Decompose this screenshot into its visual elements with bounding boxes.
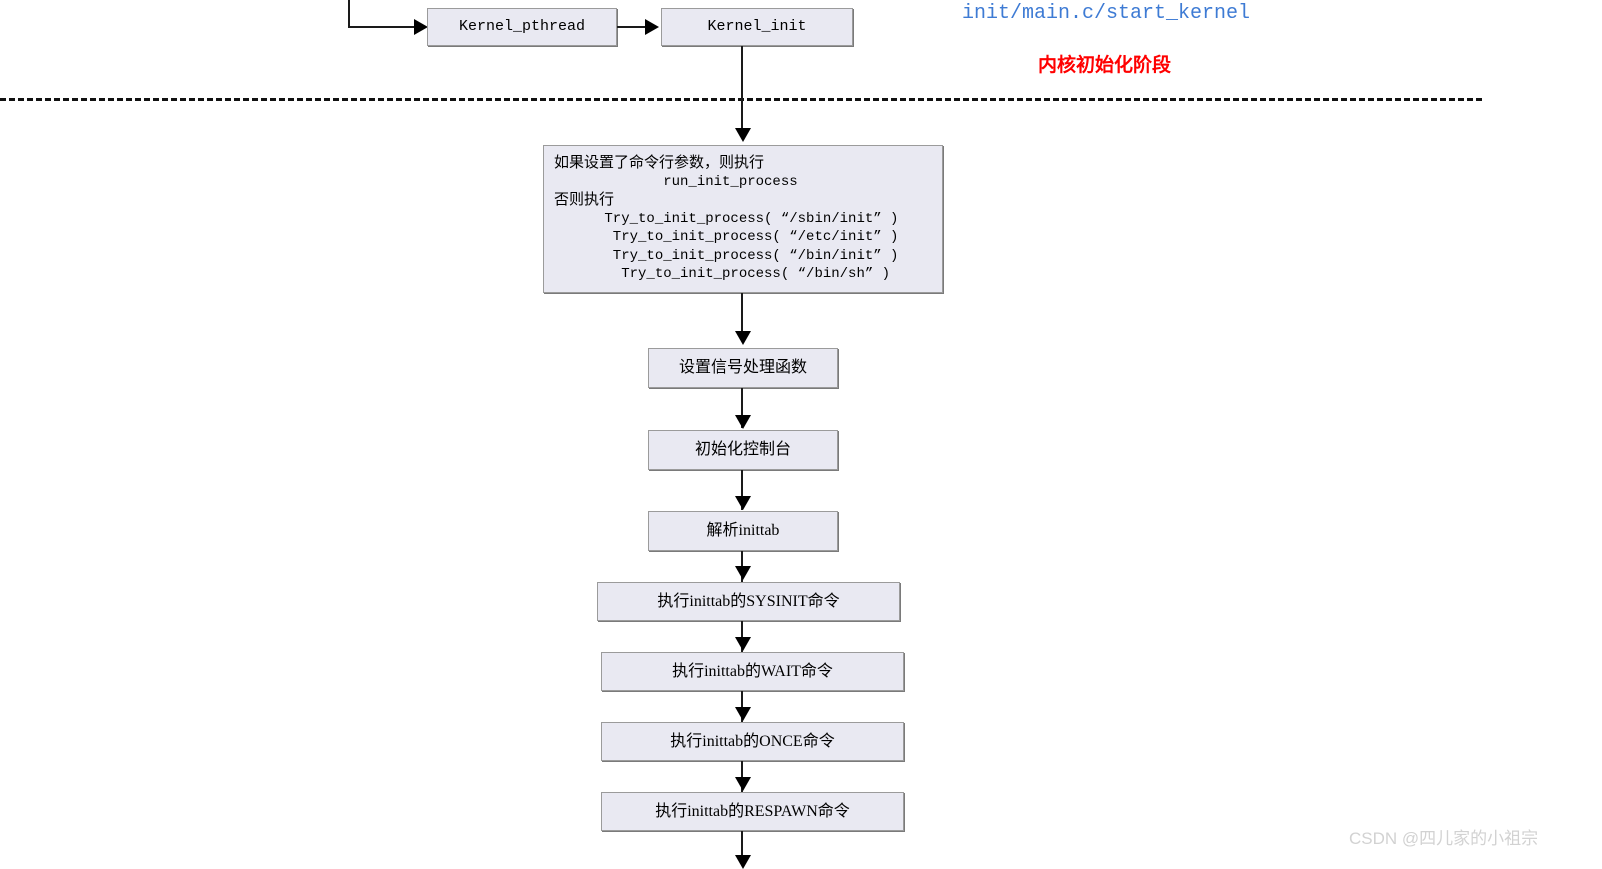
connector-incoming-horizontal bbox=[348, 26, 420, 28]
node-run-wait[interactable]: 执行inittab的WAIT命令 bbox=[601, 652, 904, 691]
init-process-line-3: 否则执行 bbox=[554, 192, 615, 208]
arrow-into-step2 bbox=[735, 415, 751, 429]
connector-step2-to-step3 bbox=[741, 470, 743, 510]
init-process-line-2: run_init_process bbox=[554, 173, 798, 190]
arrow-into-step1 bbox=[735, 331, 751, 345]
connector-incoming-vertical bbox=[348, 0, 350, 28]
connector-init-to-initprocess bbox=[741, 46, 743, 130]
arrow-into-init-process-box bbox=[735, 128, 751, 142]
arrow-into-step6 bbox=[735, 707, 751, 721]
arrow-into-step4 bbox=[735, 566, 751, 580]
node-run-wait-label: 执行inittab的WAIT命令 bbox=[672, 662, 833, 680]
node-kernel-pthread[interactable]: Kernel_pthread bbox=[427, 8, 617, 46]
node-init-console-label: 初始化控制台 bbox=[694, 441, 791, 459]
node-run-respawn-label: 执行inittab的RESPAWN命令 bbox=[655, 802, 850, 820]
connector-initprocess-to-step1 bbox=[741, 293, 743, 333]
arrow-into-kernel-pthread bbox=[414, 19, 428, 35]
connector-step7-outgoing bbox=[741, 831, 743, 861]
node-setup-signal-handlers-label: 设置信号处理函数 bbox=[678, 359, 807, 377]
init-process-line-5: Try_to_init_process( “/etc/init” ) bbox=[554, 229, 899, 245]
arrow-outgoing-bottom bbox=[735, 855, 751, 869]
arrow-into-step5 bbox=[735, 637, 751, 651]
connector-step1-to-step2 bbox=[741, 388, 743, 428]
annotation-source-path: init/main.c/start_kernel bbox=[962, 2, 1251, 25]
arrow-into-step7 bbox=[735, 777, 751, 791]
node-run-once[interactable]: 执行inittab的ONCE命令 bbox=[601, 722, 904, 761]
node-run-respawn[interactable]: 执行inittab的RESPAWN命令 bbox=[601, 792, 904, 831]
node-init-console[interactable]: 初始化控制台 bbox=[648, 430, 838, 470]
connector-pthread-to-init bbox=[617, 26, 647, 28]
node-parse-inittab[interactable]: 解析inittab bbox=[648, 511, 838, 551]
node-run-once-label: 执行inittab的ONCE命令 bbox=[670, 732, 835, 750]
init-process-line-6: Try_to_init_process( “/bin/init” ) bbox=[554, 247, 899, 264]
node-parse-inittab-label: 解析inittab bbox=[706, 522, 780, 540]
arrow-into-kernel-init bbox=[645, 19, 659, 35]
arrow-into-step3 bbox=[735, 496, 751, 510]
node-kernel-pthread-label: Kernel_pthread bbox=[458, 18, 586, 35]
init-process-line-7: Try_to_init_process( “/bin/sh” ) bbox=[554, 266, 891, 282]
node-kernel-init-label: Kernel_init bbox=[707, 18, 807, 35]
node-run-sysinit-label: 执行inittab的SYSINIT命令 bbox=[657, 592, 840, 610]
node-run-sysinit[interactable]: 执行inittab的SYSINIT命令 bbox=[597, 582, 900, 621]
annotation-phase-label: 内核初始化阶段 bbox=[1038, 55, 1172, 76]
init-process-line-1: 如果设置了命令行参数，则执行 bbox=[554, 155, 765, 171]
csdn-watermark: CSDN @四儿家的小祖宗 bbox=[1349, 829, 1539, 848]
node-setup-signal-handlers[interactable]: 设置信号处理函数 bbox=[648, 348, 838, 388]
node-kernel-init[interactable]: Kernel_init bbox=[661, 8, 853, 46]
box-init-process-logic[interactable]: 如果设置了命令行参数，则执行 run_init_process 否则执行 Try… bbox=[543, 145, 943, 293]
init-process-line-4: Try_to_init_process( “/sbin/init” ) bbox=[554, 210, 899, 227]
